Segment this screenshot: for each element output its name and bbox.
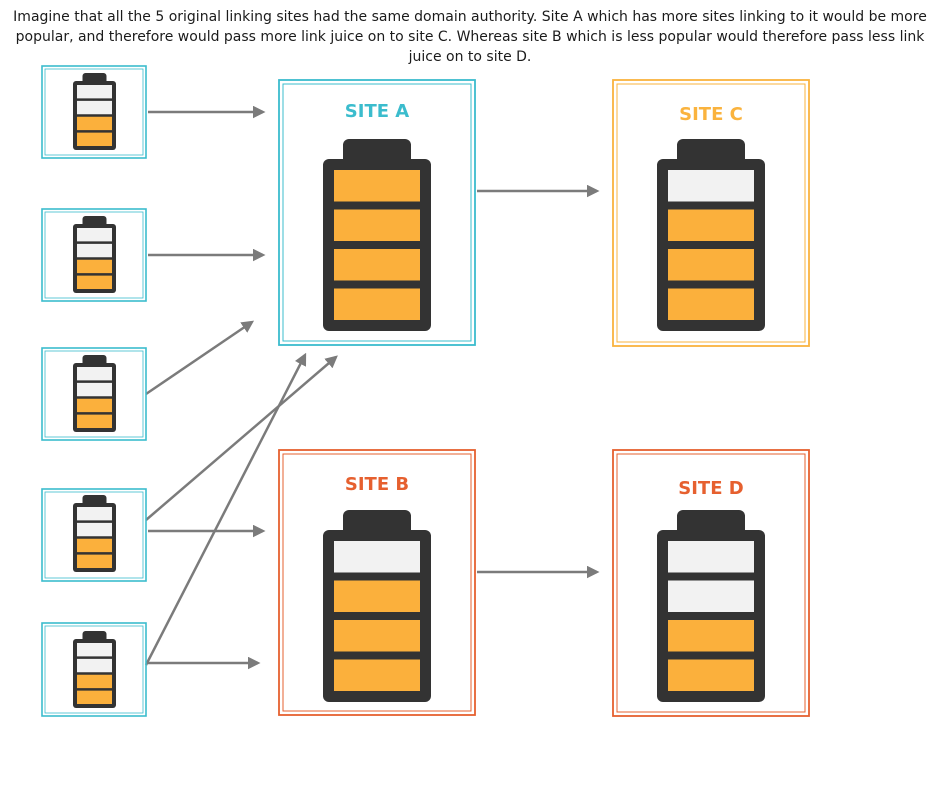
- battery-body: [657, 530, 765, 702]
- linking-site-frame: [41, 347, 147, 441]
- battery-bar-filled: [77, 116, 112, 131]
- battery-body: [323, 159, 431, 331]
- site-b-frame: [278, 449, 476, 716]
- linking-site-1: [41, 65, 147, 159]
- battery-bar-filled: [77, 554, 112, 568]
- battery-bar-filled: [334, 170, 420, 202]
- battery-bar-empty: [77, 228, 112, 242]
- battery-bar-filled: [668, 620, 754, 652]
- arrows-group: [144, 105, 600, 670]
- arrow-link-4-to-site-a: [145, 355, 338, 521]
- battery-icon: [657, 510, 765, 702]
- battery-cap: [343, 510, 411, 536]
- battery-bar-empty: [77, 507, 112, 521]
- battery-bar-empty: [668, 541, 754, 573]
- linking-site-frame: [41, 622, 147, 717]
- site-d-title: SITE D: [678, 478, 743, 499]
- battery-bar-empty: [77, 658, 112, 673]
- battery-body: [323, 530, 431, 702]
- site-c-frame-inner: [616, 83, 806, 343]
- battery-bar-filled: [77, 674, 112, 689]
- linking-site-frame: [41, 208, 147, 302]
- battery-icon: [73, 631, 116, 708]
- linking-site-3: [41, 347, 147, 441]
- site-b-title: SITE B: [345, 474, 409, 495]
- battery-bar-empty: [668, 170, 754, 202]
- battery-body: [657, 159, 765, 331]
- linking-site-4: [41, 488, 147, 582]
- battery-bar-empty: [77, 367, 112, 381]
- battery-bar-filled: [668, 659, 754, 691]
- site-a-title: SITE A: [345, 101, 410, 122]
- battery-bar-empty: [77, 643, 112, 657]
- battery-icon: [73, 495, 116, 572]
- site-d-frame-inner: [616, 453, 806, 713]
- battery-bar-empty: [77, 382, 112, 397]
- linking-site-2: [41, 208, 147, 302]
- battery-icon: [73, 355, 116, 432]
- battery-bar-filled: [77, 259, 112, 274]
- battery-bar-empty: [77, 85, 112, 99]
- site-c-frame: [612, 79, 810, 347]
- battery-bar-empty: [334, 541, 420, 573]
- site-d: SITE D: [612, 449, 810, 717]
- battery-icon: [73, 73, 116, 150]
- battery-bar-empty: [77, 243, 112, 258]
- battery-bar-filled: [77, 398, 112, 413]
- battery-cap: [343, 139, 411, 165]
- battery-icon: [73, 216, 116, 293]
- site-a-frame: [278, 79, 476, 346]
- linking-site-frame-inner: [44, 491, 144, 579]
- linking-site-frame-inner: [44, 68, 144, 156]
- arrow-link-5-to-site-a: [144, 352, 307, 666]
- battery-bar-filled: [77, 538, 112, 553]
- battery-bar-filled: [334, 249, 420, 281]
- battery-bar-filled: [668, 209, 754, 241]
- site-b: SITE B: [278, 449, 476, 716]
- battery-bar-filled: [334, 209, 420, 241]
- battery-bar-filled: [668, 249, 754, 281]
- battery-bar-empty: [77, 522, 112, 537]
- linking-site-frame: [41, 488, 147, 582]
- caption: Imagine that all the 5 original linking …: [13, 9, 927, 65]
- site-a: SITE A: [278, 79, 476, 346]
- battery-bar-empty: [77, 100, 112, 115]
- battery-bar-filled: [334, 659, 420, 691]
- battery-icon: [323, 139, 431, 331]
- battery-bar-filled: [77, 275, 112, 289]
- linking-site-frame-inner: [44, 625, 144, 714]
- battery-icon: [323, 510, 431, 702]
- site-c-title: SITE C: [679, 104, 743, 125]
- battery-bar-filled: [77, 690, 112, 704]
- linking-site-frame: [41, 65, 147, 159]
- arrow-link-3-to-site-a: [145, 320, 255, 396]
- battery-bar-filled: [334, 580, 420, 612]
- battery-cap: [677, 139, 745, 165]
- battery-bar-filled: [668, 288, 754, 320]
- linking-site-frame-inner: [44, 211, 144, 299]
- site-d-frame: [612, 449, 810, 717]
- battery-bar-filled: [334, 620, 420, 652]
- site-b-frame-inner: [282, 453, 472, 712]
- battery-bar-filled: [77, 414, 112, 428]
- battery-bar-empty: [668, 580, 754, 612]
- site-c: SITE C: [612, 79, 810, 347]
- battery-bar-filled: [334, 288, 420, 320]
- battery-icon: [657, 139, 765, 331]
- linking-site-5: [41, 622, 147, 717]
- battery-cap: [677, 510, 745, 536]
- battery-bar-filled: [77, 132, 112, 146]
- linking-site-frame-inner: [44, 350, 144, 438]
- site-a-frame-inner: [282, 83, 472, 342]
